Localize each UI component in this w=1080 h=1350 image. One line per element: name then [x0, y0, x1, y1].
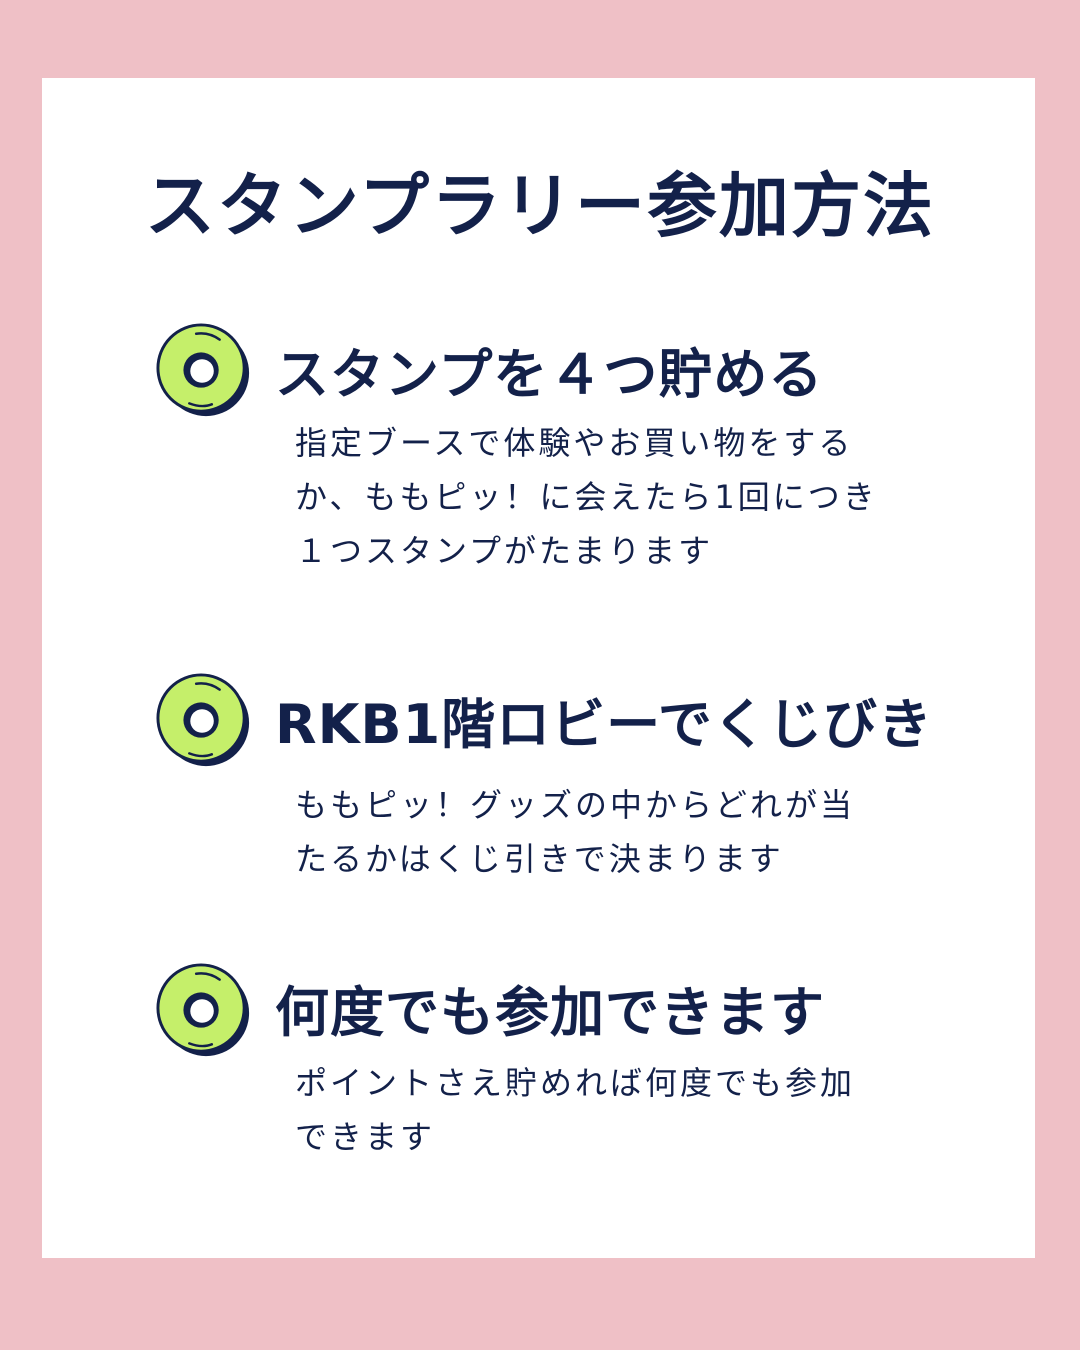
content-panel: [42, 78, 1035, 1258]
description-line: １つスタンプがたまります: [295, 532, 714, 570]
donut-icon: [156, 963, 250, 1057]
step-description: ももピッ！グッズの中からどれが当 たるかはくじ引きで決まります: [295, 778, 855, 886]
description-line: たるかはくじ引きで決まります: [295, 840, 784, 878]
description-line: 指定ブースで体験やお買い物をする: [295, 424, 854, 462]
donut-icon: [156, 323, 250, 417]
description-line: ももピッ！グッズの中からどれが当: [295, 786, 856, 824]
step-heading: スタンプを４つ貯める: [275, 343, 824, 406]
description-line: できます: [295, 1118, 436, 1156]
step-heading: 何度でも参加できます: [275, 981, 825, 1044]
description-line: か、ももピッ！に会えたら1回につき: [295, 478, 878, 516]
step-description: 指定ブースで体験やお買い物をする か、ももピッ！に会えたら1回につき １つスタン…: [295, 416, 878, 578]
step-description: ポイントさえ貯めれば何度でも参加 できます: [295, 1056, 855, 1164]
description-line: ポイントさえ貯めれば何度でも参加: [295, 1064, 856, 1102]
step-heading: RKB1階ロビーでくじびき: [275, 693, 933, 756]
page-title: スタンプラリー参加方法: [145, 165, 935, 247]
donut-icon: [156, 673, 250, 767]
